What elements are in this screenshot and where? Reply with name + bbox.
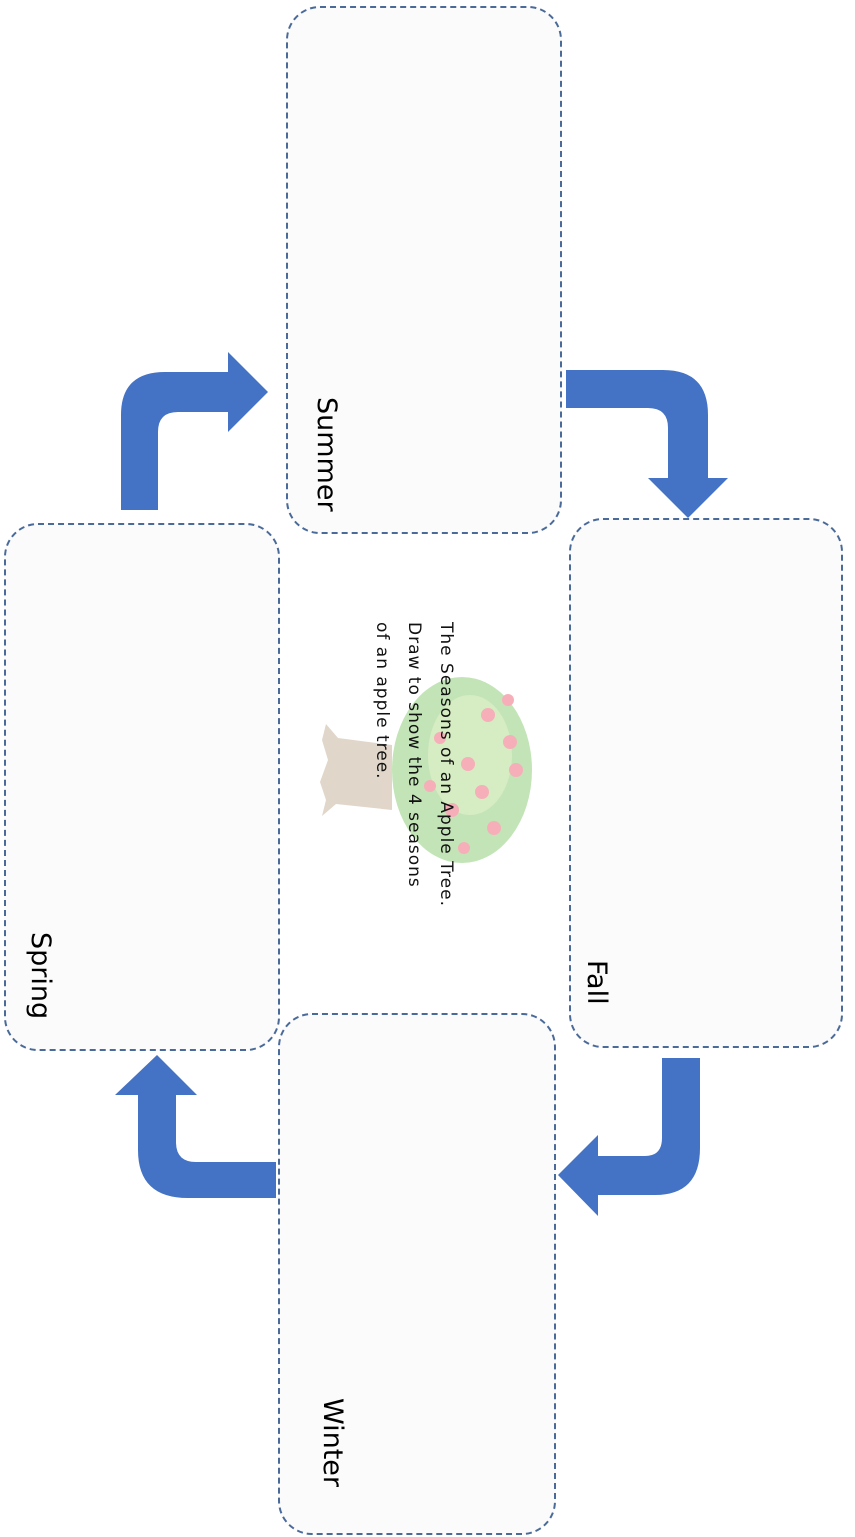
arrow-spring-to-summer	[121, 352, 268, 510]
spring-label: Spring	[25, 932, 56, 1020]
tree-trunk	[320, 724, 392, 816]
summer-box	[286, 6, 562, 534]
tree-canopy-highlight	[428, 695, 512, 815]
arrow-summer-to-fall	[566, 370, 728, 518]
apple-tree-illustration	[320, 677, 532, 863]
instructions-text: The Seasons of an Apple Tree. Draw to sh…	[366, 622, 462, 907]
fall-label: Fall	[581, 960, 612, 1005]
arrow-winter-to-spring	[115, 1055, 276, 1198]
summer-label: Summer	[311, 397, 342, 512]
instructions-line-3: of an apple tree.	[372, 622, 392, 780]
arrow-fall-to-winter	[558, 1058, 700, 1216]
fall-box	[569, 518, 843, 1048]
winter-label: Winter	[317, 1398, 348, 1488]
winter-box	[278, 1013, 556, 1535]
instructions-line-2: Draw to show the 4 seasons	[404, 622, 424, 888]
apples	[424, 694, 523, 854]
spring-box	[4, 523, 280, 1051]
page-title: The Seasons of an Apple Tree.	[436, 622, 456, 907]
